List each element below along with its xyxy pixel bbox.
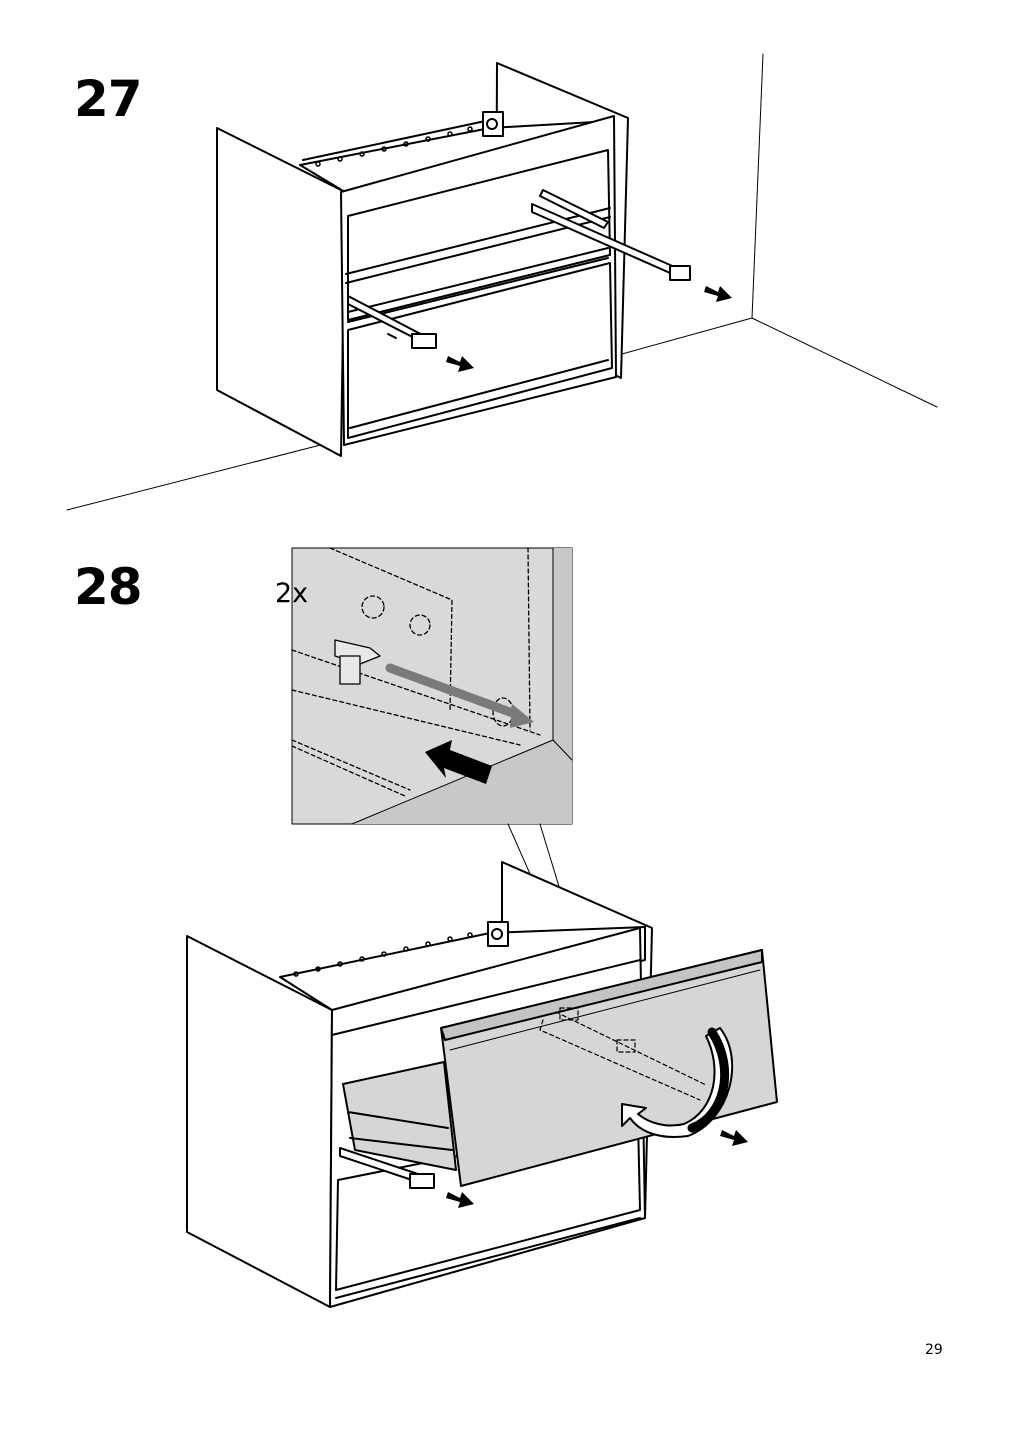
detail-zoom-box: [291, 547, 573, 825]
cabinet-27: [216, 62, 629, 457]
step-number-27: 27: [74, 70, 143, 128]
push-arrow-icon: [425, 740, 492, 784]
pull-arrow-icon: [446, 1130, 748, 1208]
page-number: 29: [925, 1342, 943, 1358]
drawer-runner-right: [531, 189, 691, 281]
drawer-runner-left: [347, 295, 437, 349]
pull-arrow-icon: [446, 286, 732, 372]
step-27-scene: [66, 53, 938, 511]
quantity-label: 2x: [275, 578, 309, 609]
wall-corner: [66, 53, 938, 511]
step-28-scene: [186, 861, 778, 1308]
step-number-28: 28: [74, 558, 143, 616]
